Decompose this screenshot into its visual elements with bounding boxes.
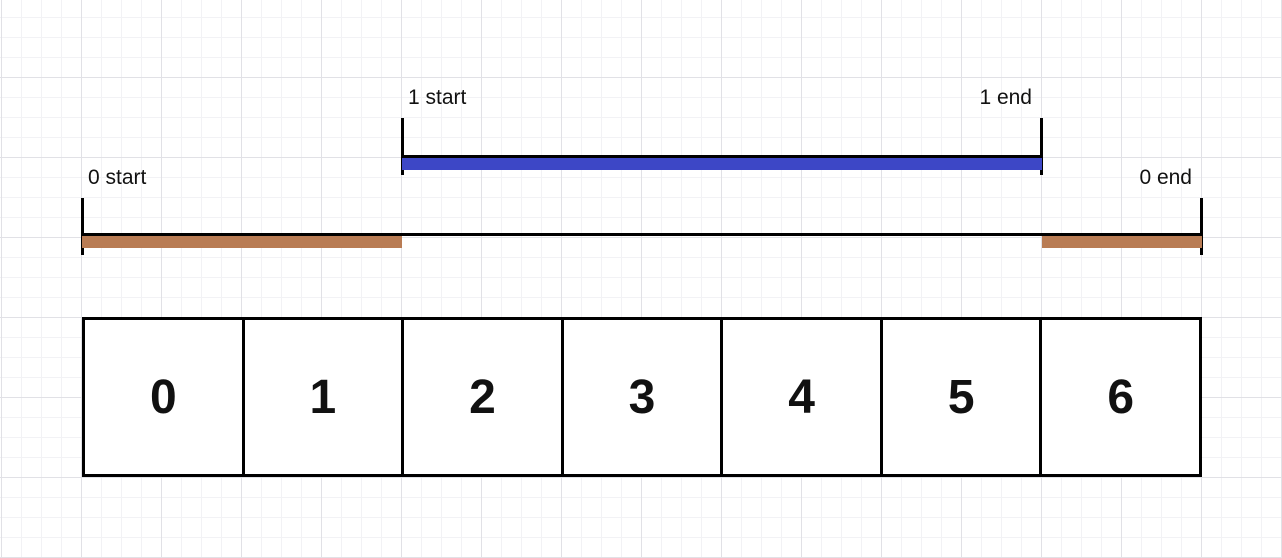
array-cell-value: 0 (149, 370, 177, 424)
array-cell-value: 3 (628, 370, 656, 424)
range-0-end-label: 0 end (1139, 166, 1192, 189)
array-cell-value: 5 (947, 370, 975, 424)
array-row: 0 1 2 3 4 5 6 (82, 317, 1202, 477)
range-0-filled-bar-right (1042, 236, 1202, 248)
array-cell-0: 0 (85, 320, 245, 474)
range-1-span-line (402, 155, 1042, 158)
range-1-end-label: 1 end (979, 86, 1032, 109)
range-0-start-tick-icon (81, 198, 84, 255)
array-cell-value: 6 (1107, 370, 1135, 424)
range-0-filled-bar-left (82, 236, 402, 248)
array-cell-4: 4 (723, 320, 883, 474)
array-cell-value: 4 (788, 370, 815, 424)
array-cell-2: 2 (404, 320, 564, 474)
range-0-span-line (82, 233, 1202, 236)
range-1-start-tick-icon (401, 118, 404, 175)
range-1-end-tick-icon (1040, 118, 1043, 175)
range-1-filled-bar (402, 158, 1042, 170)
range-0-end-tick-icon (1200, 198, 1203, 255)
range-0-start-label: 0 start (88, 166, 147, 189)
array-cell-value: 1 (309, 370, 337, 424)
array-cell-3: 3 (564, 320, 724, 474)
array-cell-value: 2 (469, 370, 496, 424)
array-cell-1: 1 (245, 320, 405, 474)
array-cell-5: 5 (883, 320, 1043, 474)
array-cell-6: 6 (1042, 320, 1199, 474)
range-1-start-label: 1 start (408, 86, 467, 109)
